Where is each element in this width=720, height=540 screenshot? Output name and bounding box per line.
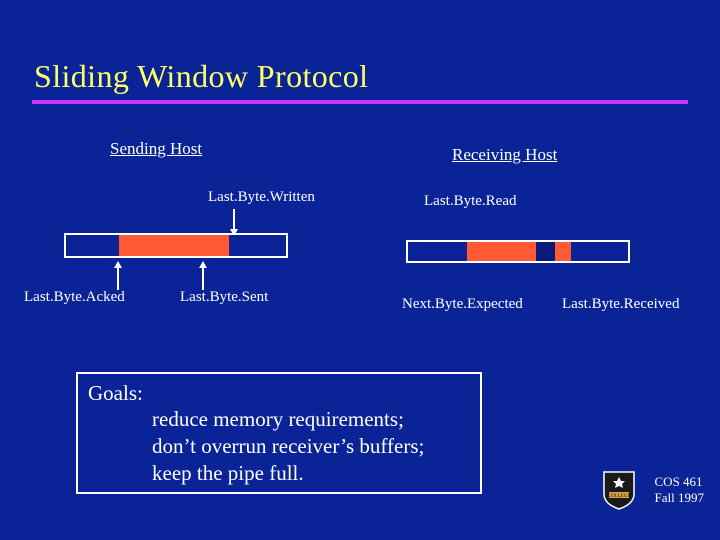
sending-host-heading: Sending Host: [110, 139, 203, 158]
last-byte-written-label: Last.Byte.Written: [208, 189, 315, 205]
shield-crest-icon: COLLEGE: [603, 471, 635, 510]
goals-item-1: don’t overrun receiver’s buffers;: [152, 434, 425, 458]
buffer-segment-inflight: [119, 235, 230, 256]
goals-list: reduce memory requirements; don’t overru…: [152, 406, 424, 487]
goals-item-2: keep the pipe full.: [152, 461, 304, 485]
last-byte-received-label: Last.Byte.Received: [562, 296, 680, 312]
recv-segment-free: [571, 242, 628, 261]
footer-course: COS 461: [654, 474, 703, 489]
receiving-host-buffer: [406, 240, 630, 263]
footer-term: Fall 1997: [654, 490, 704, 505]
buffer-segment-acked: [66, 235, 120, 256]
last-byte-acked-arrow-line: [117, 268, 119, 290]
title-divider: [32, 100, 688, 104]
last-byte-acked-arrow-head: [114, 261, 122, 268]
goals-box: [76, 372, 482, 494]
svg-text:COLLEGE: COLLEGE: [608, 494, 631, 499]
last-byte-written-arrow-line: [233, 209, 235, 231]
buffer-segment-unsent: [229, 235, 286, 256]
last-byte-sent-label: Last.Byte.Sent: [180, 289, 269, 305]
receiving-host-heading: Receiving Host: [452, 145, 558, 164]
goals-title: Goals:: [88, 381, 143, 405]
page-title: Sliding Window Protocol: [34, 58, 369, 94]
last-byte-acked-label: Last.Byte.Acked: [24, 289, 125, 305]
recv-segment-gap: [535, 242, 556, 261]
last-byte-sent-arrow-head: [199, 261, 207, 268]
sending-host-buffer: [64, 233, 288, 258]
recv-segment-outoforder: [555, 242, 572, 261]
slide-footer: COS 461 Fall 1997: [655, 474, 704, 506]
last-byte-sent-arrow-line: [202, 268, 204, 290]
recv-segment-read: [408, 242, 467, 261]
goals-item-0: reduce memory requirements;: [152, 407, 404, 431]
last-byte-written-arrow-head: [230, 229, 238, 236]
recv-segment-buffered: [466, 242, 536, 261]
last-byte-read-label: Last.Byte.Read: [424, 193, 517, 209]
next-byte-expected-label: Next.Byte.Expected: [402, 296, 523, 312]
